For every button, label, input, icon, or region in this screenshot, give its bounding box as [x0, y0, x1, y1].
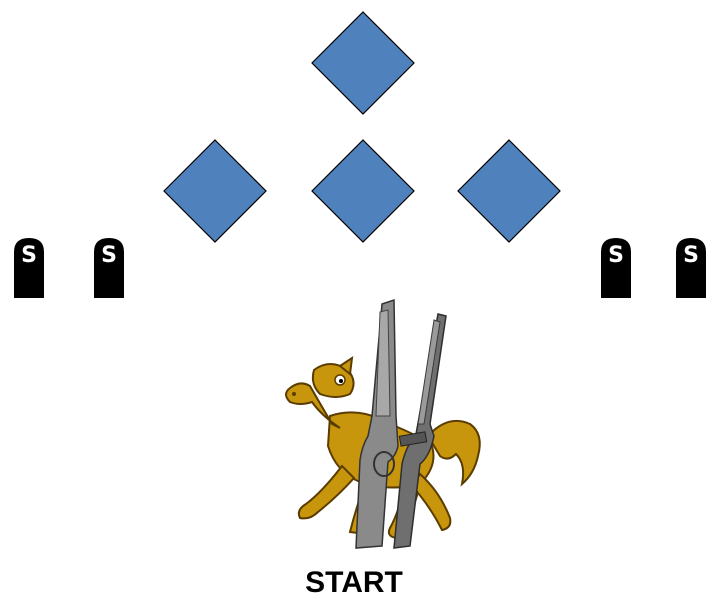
stall-marker-3: S: [597, 236, 635, 298]
stall-marker-1: S: [10, 236, 48, 298]
tombstone-icon: [90, 236, 128, 298]
tombstone-icon: [597, 236, 635, 298]
start-label: START: [254, 566, 454, 600]
tombstone-icon: [672, 236, 708, 298]
target-diamond-top: [310, 10, 416, 116]
horse-with-guns-illustration: [270, 296, 502, 554]
target-diamond-left: [162, 138, 268, 244]
stall-marker-2: S: [90, 236, 128, 298]
target-diamond-right: [456, 138, 562, 244]
target-diamond-center: [310, 138, 416, 244]
stall-marker-4: S: [672, 236, 708, 298]
tombstone-icon: [10, 236, 48, 298]
